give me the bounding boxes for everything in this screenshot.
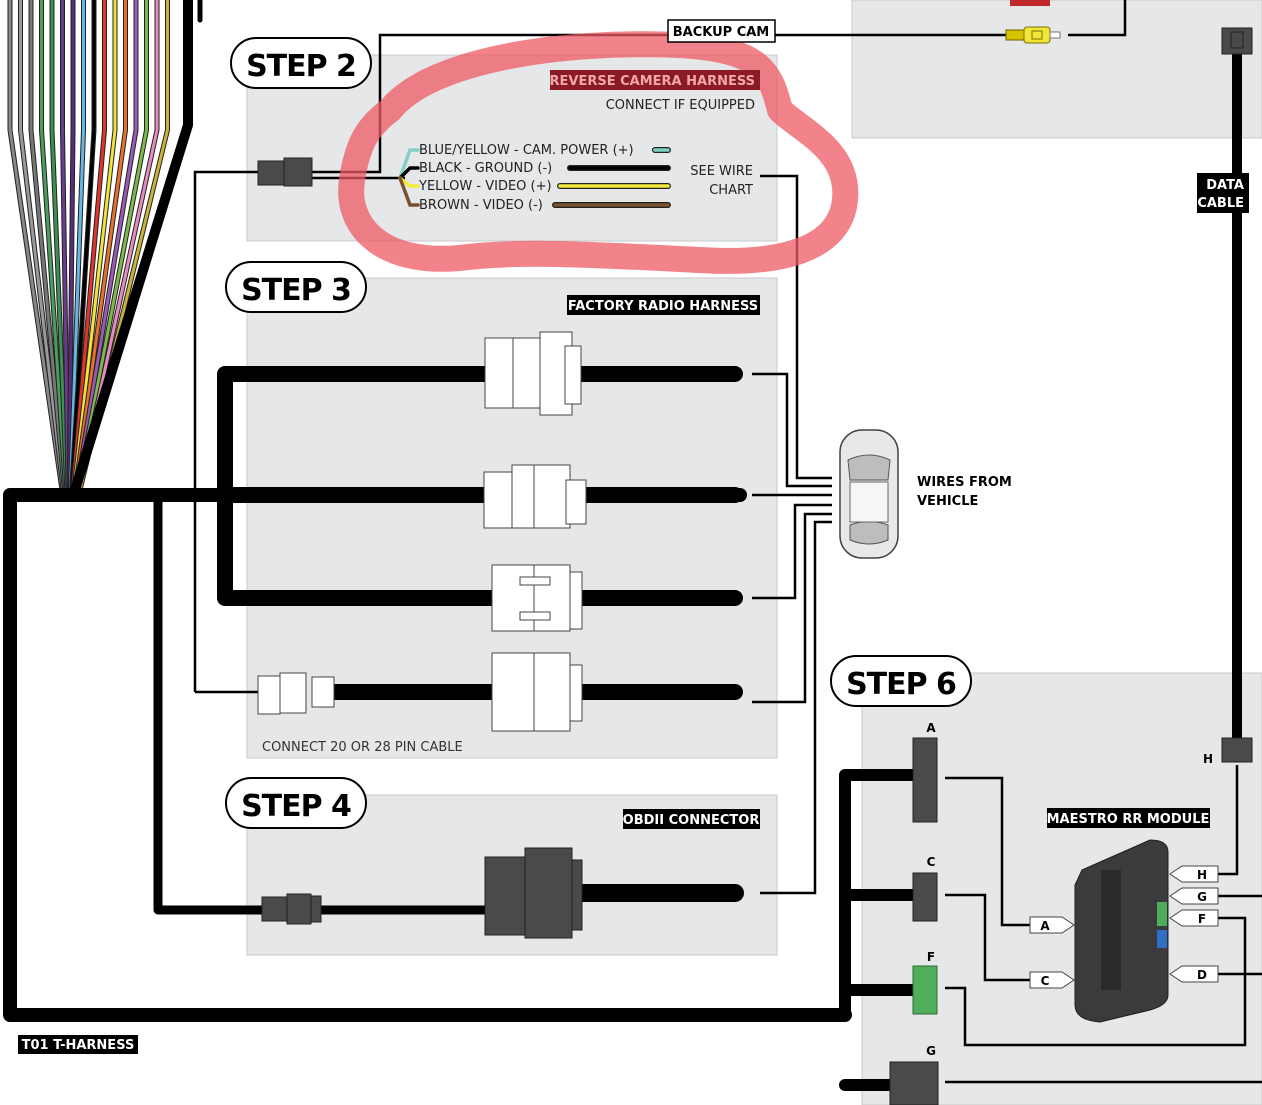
reverse-camera-tag bbox=[550, 70, 760, 90]
camera-wire-list: BLUE/YELLOW - CAM. POWER (+) BLACK - GROU… bbox=[418, 143, 671, 213]
obdii-connector bbox=[261, 847, 583, 939]
radio-connector-2 bbox=[483, 464, 587, 529]
connector-a: A bbox=[912, 721, 938, 823]
obdii-tag bbox=[623, 809, 760, 829]
harness-wire bbox=[67, 0, 75, 491]
harness-wire bbox=[71, 0, 106, 491]
module-input-label: C bbox=[1041, 974, 1050, 988]
backup-cam-tag bbox=[667, 19, 776, 43]
module-input-tag bbox=[1029, 916, 1075, 934]
step3-badge: STEP 3 bbox=[225, 261, 367, 313]
harness-wire bbox=[68, 0, 85, 491]
highlight-circle bbox=[338, 31, 859, 274]
connect-if-equipped: CONNECT IF EQUIPPED bbox=[606, 98, 755, 113]
rca-plug-icon bbox=[1005, 0, 1061, 44]
module-port-tag bbox=[1169, 865, 1219, 883]
module-port-label: F bbox=[1198, 912, 1206, 926]
connect-20-28-label: CONNECT 20 OR 28 PIN CABLE bbox=[262, 740, 463, 755]
module-port-tag bbox=[1169, 965, 1219, 983]
step6-badge: STEP 6 bbox=[830, 655, 972, 707]
data-cable-connector-top bbox=[1221, 27, 1253, 55]
harness-wire bbox=[70, 0, 96, 491]
radio-wire-fan bbox=[7, 0, 170, 491]
harness-wire bbox=[76, 0, 148, 491]
factory-radio-label: FACTORY RADIO HARNESS bbox=[568, 299, 758, 314]
module-port-label: H bbox=[1197, 868, 1207, 882]
camera-wire-fan bbox=[398, 148, 420, 207]
see-wire-chart-2: CHART bbox=[709, 183, 753, 198]
harness-wire bbox=[61, 0, 70, 491]
radio-connector-3 bbox=[491, 564, 583, 632]
see-wire-chart-1: SEE WIRE bbox=[690, 164, 753, 179]
step2-badge: STEP 2 bbox=[230, 37, 372, 89]
harness-wire bbox=[73, 0, 127, 491]
module-port-label: G bbox=[1197, 890, 1207, 904]
backup-cam-label: BACKUP CAM bbox=[673, 25, 770, 40]
step3-label: STEP 3 bbox=[241, 273, 351, 308]
harness-wire bbox=[40, 0, 68, 491]
harness-wire bbox=[19, 0, 65, 491]
data-cable-tag bbox=[1197, 173, 1249, 213]
harness-wire bbox=[50, 0, 69, 491]
connector-c-label: C bbox=[927, 855, 936, 869]
harness-wire bbox=[8, 0, 64, 491]
maestro-label: MAESTRO RR MODULE bbox=[1047, 812, 1210, 827]
harness-wire bbox=[72, 0, 117, 491]
harness-wire bbox=[77, 0, 159, 491]
module-input-tag bbox=[1029, 971, 1075, 989]
maestro-tag bbox=[1047, 808, 1210, 828]
radio-connector-1 bbox=[484, 331, 582, 416]
wires-from-vehicle-1: WIRES FROM bbox=[917, 475, 1012, 490]
module-input-label: A bbox=[1040, 919, 1050, 933]
camera-wire-label: BLUE/YELLOW - CAM. POWER (+) bbox=[419, 143, 634, 158]
connector-h-top: H bbox=[1203, 737, 1253, 766]
data-cable-label-2: CABLE bbox=[1197, 196, 1244, 211]
module-port-label: D bbox=[1197, 968, 1207, 982]
connector-g-label: G bbox=[926, 1044, 936, 1058]
harness-wire bbox=[29, 0, 66, 491]
module-port-tag bbox=[1169, 909, 1219, 927]
obdii-label: OBDII CONNECTOR bbox=[623, 813, 760, 828]
step4-label: STEP 4 bbox=[241, 789, 351, 824]
maestro-module-icon bbox=[1074, 839, 1169, 1023]
connector-f-label: F bbox=[927, 950, 935, 964]
radio-connector-4 bbox=[257, 652, 583, 732]
step1-panel bbox=[851, 0, 1262, 139]
reverse-camera-connector bbox=[257, 157, 313, 187]
module-port-tag bbox=[1169, 887, 1219, 905]
camera-wire-label: YELLOW - VIDEO (+) bbox=[418, 179, 552, 194]
connector-g: G bbox=[889, 1044, 939, 1105]
camera-wire-label: BLACK - GROUND (-) bbox=[419, 161, 552, 176]
connector-c: C bbox=[912, 855, 938, 922]
camera-wire-label: BROWN - VIDEO (-) bbox=[419, 198, 543, 213]
harness-wire bbox=[74, 0, 138, 491]
connector-f: F bbox=[912, 950, 938, 1015]
step6-label: STEP 6 bbox=[846, 667, 956, 702]
step2-label: STEP 2 bbox=[246, 49, 356, 84]
t01-harness-label: T01 T-HARNESS bbox=[22, 1038, 135, 1053]
wires-from-vehicle-2: VEHICLE bbox=[917, 494, 978, 509]
connector-h-top-label: H bbox=[1203, 752, 1213, 766]
t01-harness-tag bbox=[18, 1035, 138, 1054]
reverse-camera-label: REVERSE CAMERA HARNESS bbox=[550, 74, 755, 89]
step4-badge: STEP 4 bbox=[225, 777, 367, 829]
module-port-tags: HGF D A C bbox=[1029, 865, 1219, 989]
factory-radio-tag bbox=[567, 295, 760, 315]
vehicle-icon bbox=[839, 429, 899, 559]
connector-a-label: A bbox=[926, 721, 936, 735]
data-cable-label-1: DATA bbox=[1206, 178, 1244, 193]
